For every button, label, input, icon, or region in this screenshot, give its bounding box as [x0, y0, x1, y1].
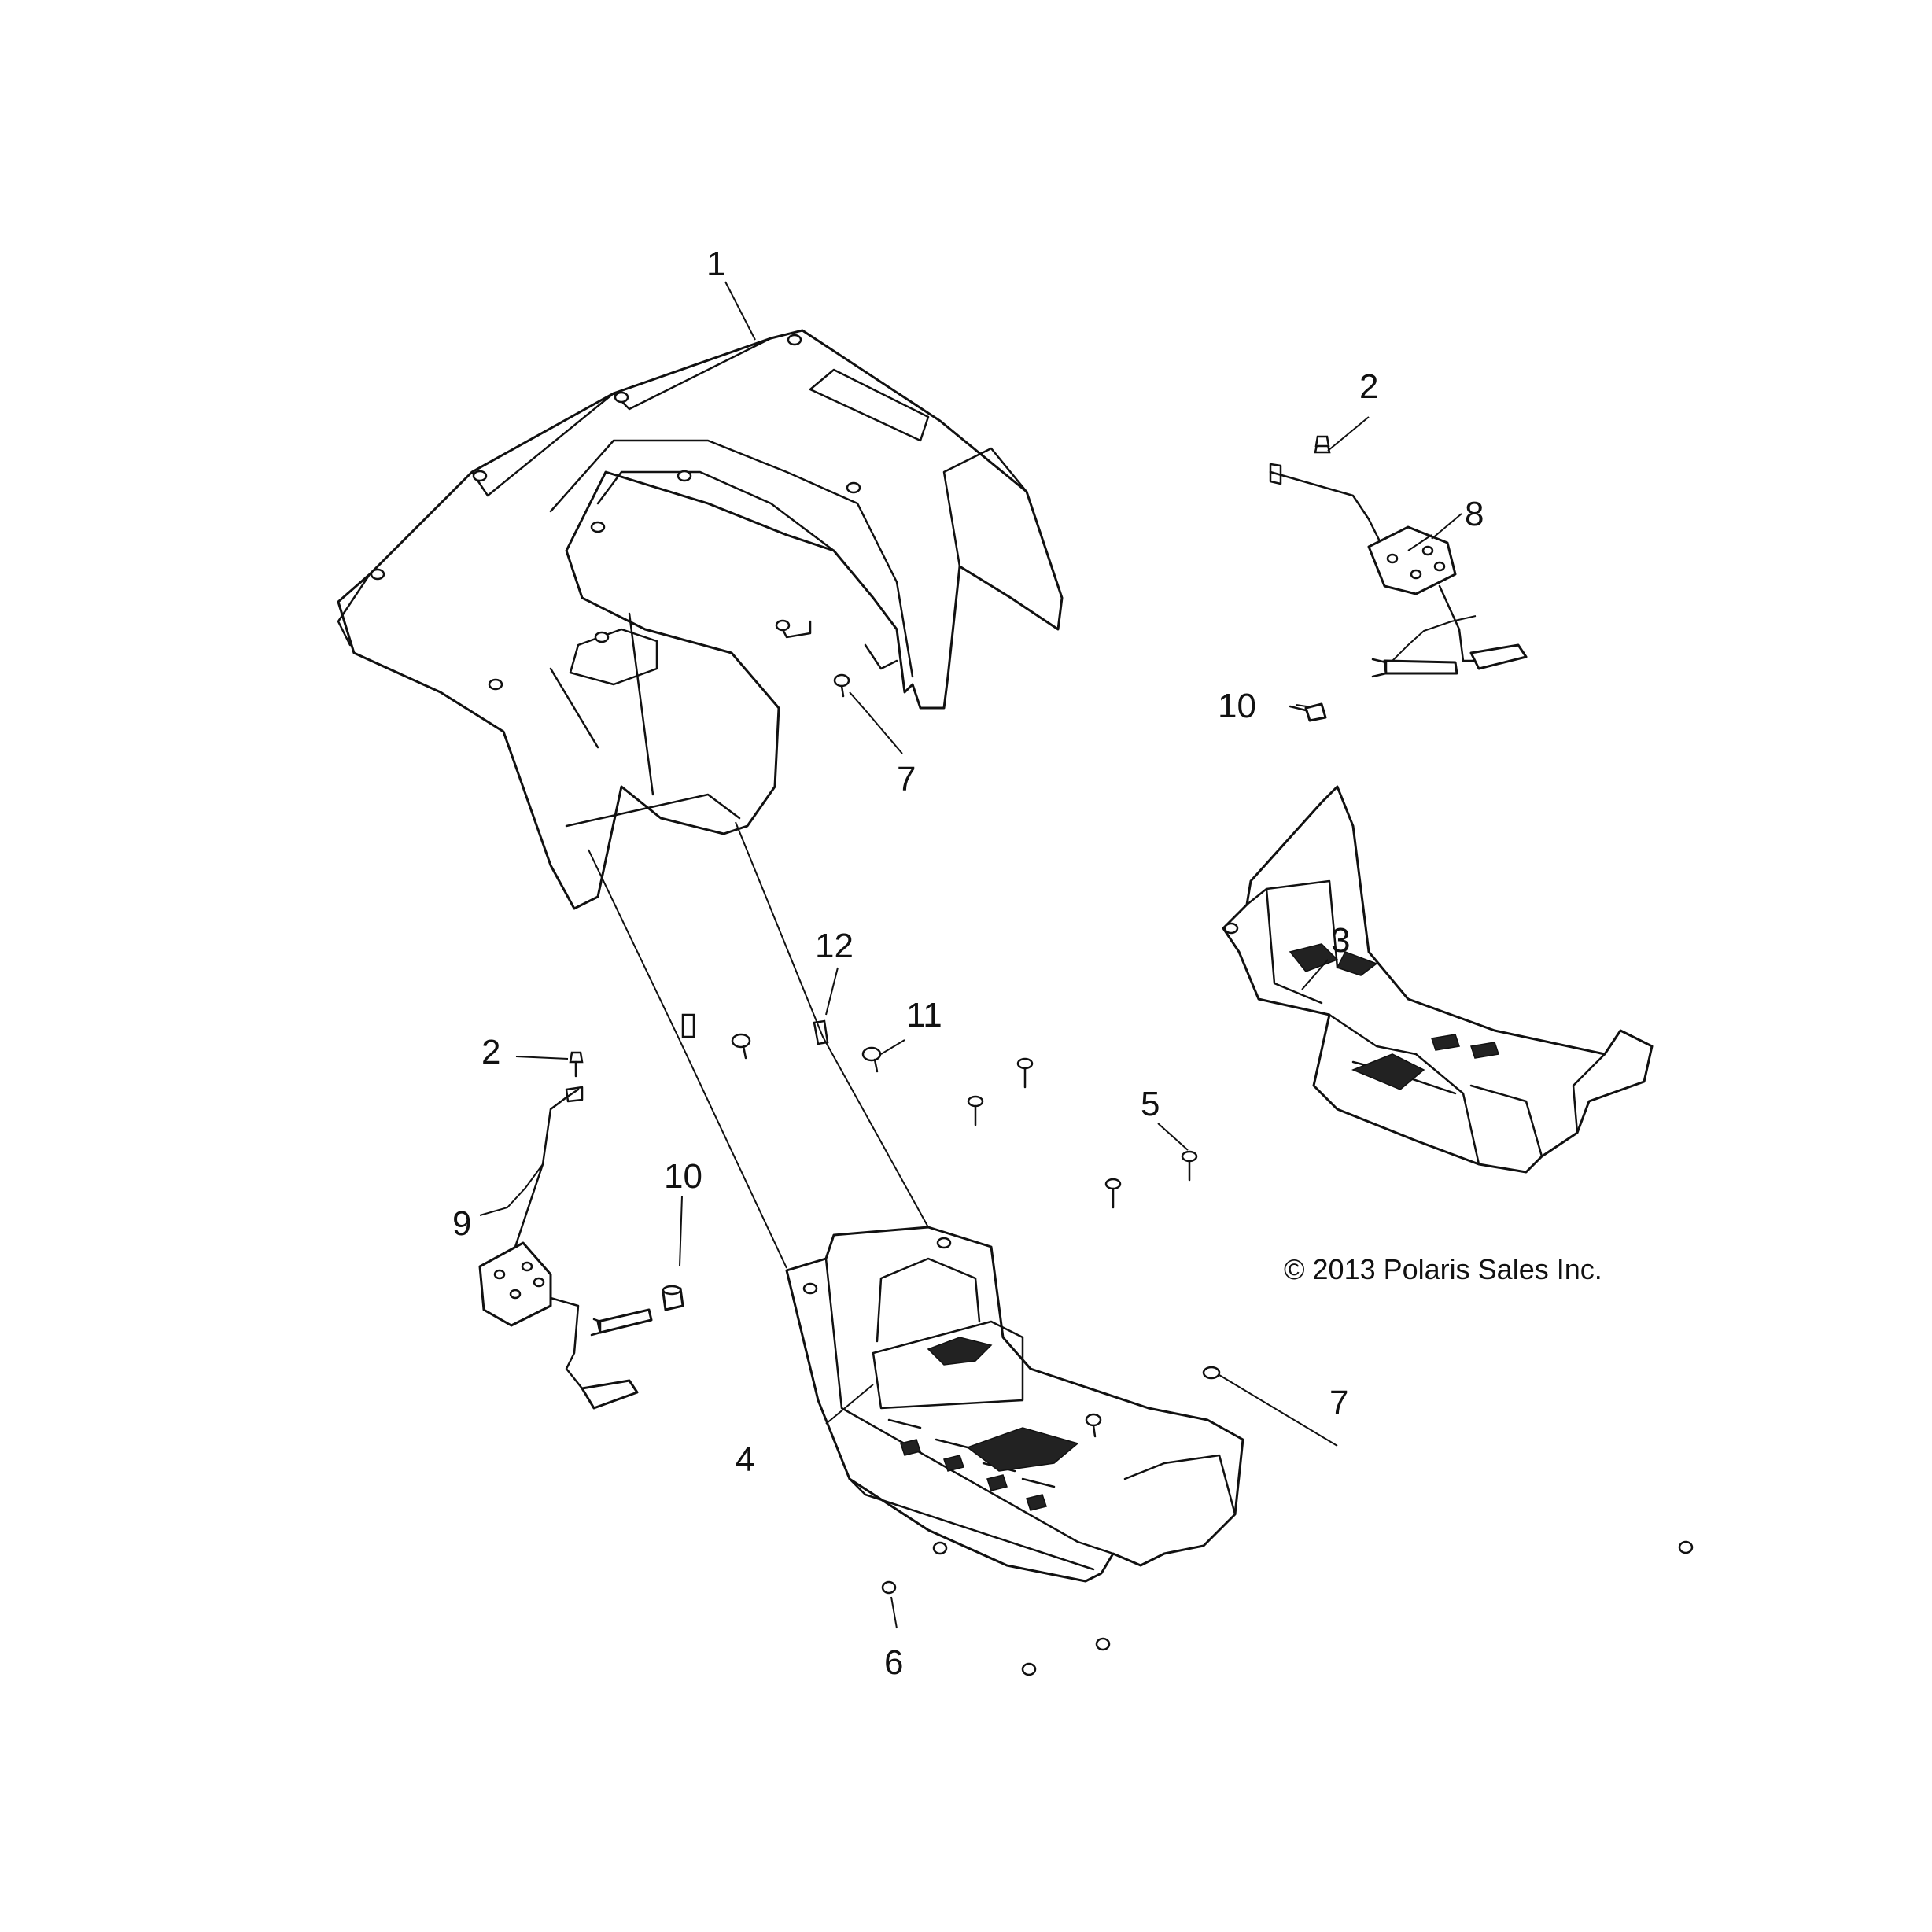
pin-5-c [1181, 1150, 1198, 1182]
screw-7-a [833, 673, 850, 698]
callout-10-lower: 10 [664, 1157, 702, 1196]
screw-11-a [731, 1033, 751, 1060]
callout-8: 8 [1465, 495, 1484, 533]
clip-12-a [681, 1013, 695, 1038]
callout-6: 6 [884, 1643, 903, 1682]
sleeve-10-right [1289, 702, 1327, 722]
callout-7-upper: 7 [897, 760, 916, 798]
pin-5-d [1104, 1178, 1122, 1209]
screw-7-b [1202, 1366, 1221, 1380]
callout-3: 3 [1331, 921, 1350, 960]
callout-11: 11 [906, 996, 942, 1034]
nut-6-d [1021, 1662, 1037, 1676]
part-8-bracket [1269, 436, 1528, 678]
nut-6-a [932, 1541, 948, 1555]
callout-9: 9 [452, 1204, 471, 1243]
nut-6-e [1678, 1540, 1694, 1554]
callout-labels: 1 2 8 10 7 3 12 11 2 5 10 9 7 4 6 [452, 245, 1484, 1682]
part-4-footwell [785, 1226, 1244, 1583]
screw-11-b [861, 1046, 882, 1073]
callout-2-lower: 2 [481, 1033, 500, 1071]
callout-1: 1 [706, 245, 725, 283]
callout-2-upper: 2 [1359, 367, 1378, 406]
bolt-2-left [569, 1051, 584, 1078]
sleeve-10-left [662, 1285, 684, 1311]
leader-lines [479, 281, 1477, 1629]
pin-5-a [1016, 1057, 1034, 1089]
pin-5-b [967, 1095, 984, 1126]
callout-12: 12 [815, 927, 854, 965]
bolt-2-right [1314, 435, 1330, 448]
callout-4: 4 [736, 1440, 754, 1479]
part-3-footwell [1222, 785, 1654, 1174]
hardware [569, 435, 1694, 1676]
part-1-rear-cab [337, 329, 1064, 910]
part-9-bracket [478, 1086, 653, 1410]
callout-5: 5 [1141, 1085, 1160, 1123]
nut-6-c [1095, 1637, 1111, 1651]
callout-10-upper: 10 [1218, 687, 1256, 725]
nut-6-b [881, 1580, 897, 1595]
screw-7-c [1085, 1413, 1102, 1438]
callout-7-lower: 7 [1329, 1384, 1348, 1422]
copyright-notice: © 2013 Polaris Sales Inc. [1284, 1253, 1602, 1285]
